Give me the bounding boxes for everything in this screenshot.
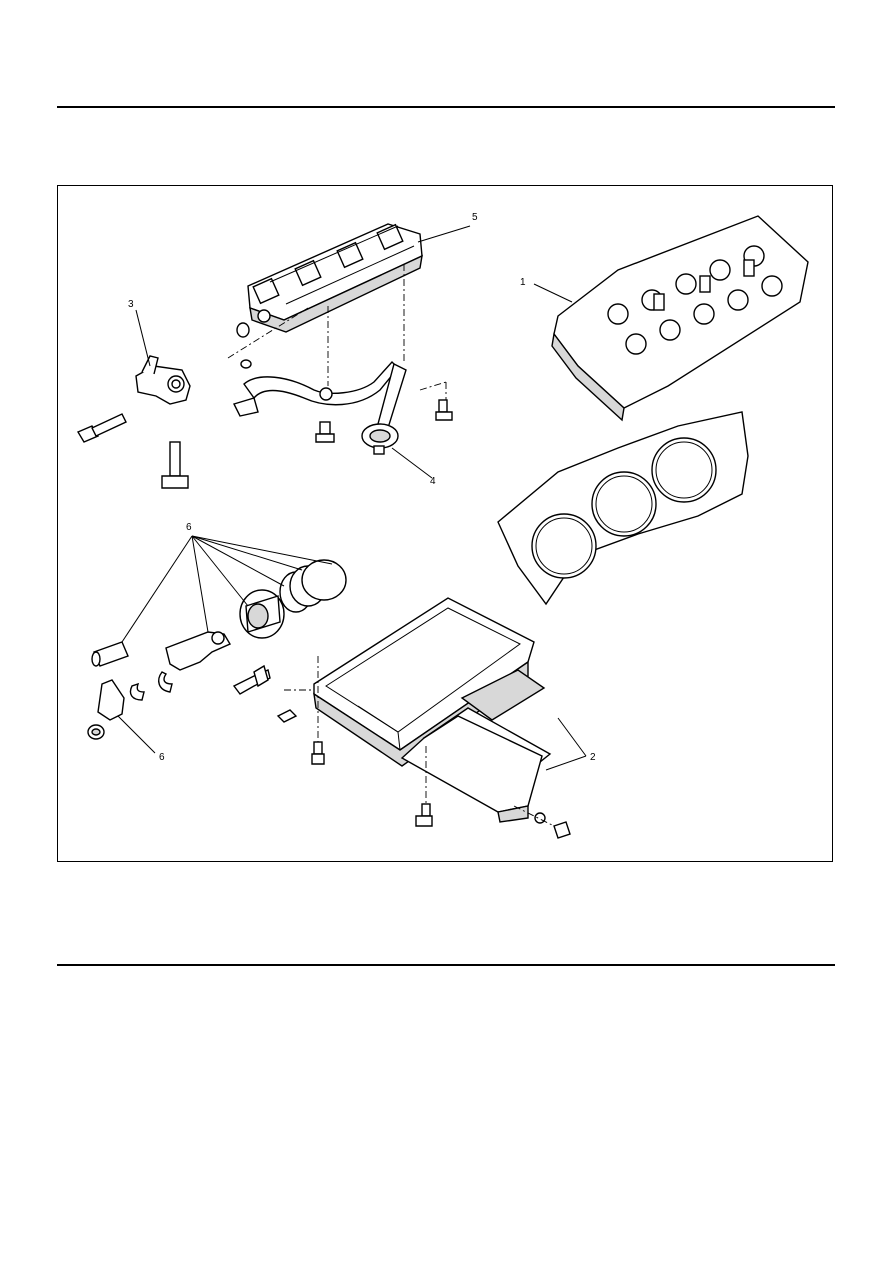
oil-pan-bolts [276, 709, 571, 839]
callout-6-lower: 6 [159, 752, 165, 763]
oil-pump-elbow [135, 322, 250, 405]
bearing-shells [129, 671, 173, 701]
rod-bush [87, 724, 105, 740]
callout-3: 3 [128, 299, 134, 310]
callout-6-upper: 6 [186, 522, 192, 533]
callout-2: 2 [590, 752, 596, 763]
callout-4: 4 [430, 476, 436, 487]
exploded-view-figure: 1 2 3 4 5 6 6 [57, 185, 833, 862]
rod-bolt [232, 664, 271, 695]
cylinder-head [551, 215, 809, 422]
cylinder-head-gasket [497, 411, 749, 606]
connecting-rod [165, 631, 232, 671]
strainer-bolt-center [315, 421, 335, 443]
piston [239, 589, 285, 639]
callout-5: 5 [472, 212, 478, 223]
oil-pan-lower [400, 707, 552, 823]
callout-1: 1 [520, 277, 526, 288]
oil-pan-upper [313, 597, 535, 767]
footer-rule [57, 964, 835, 966]
rod-cap [97, 679, 125, 721]
pump-bolt-vertical [161, 441, 189, 489]
strainer-bolt-right [435, 399, 453, 421]
bearing-cap-beam [247, 223, 423, 333]
piston-rings [279, 559, 347, 613]
exploded-view-drawing: 1 2 3 4 5 6 6 [76, 212, 809, 839]
oil-pan-baffle [460, 669, 546, 721]
piston-pin [91, 641, 129, 667]
oil-strainer-pipe [233, 359, 407, 455]
pump-bolt-horizontal [76, 413, 127, 443]
header-rule [57, 106, 835, 108]
